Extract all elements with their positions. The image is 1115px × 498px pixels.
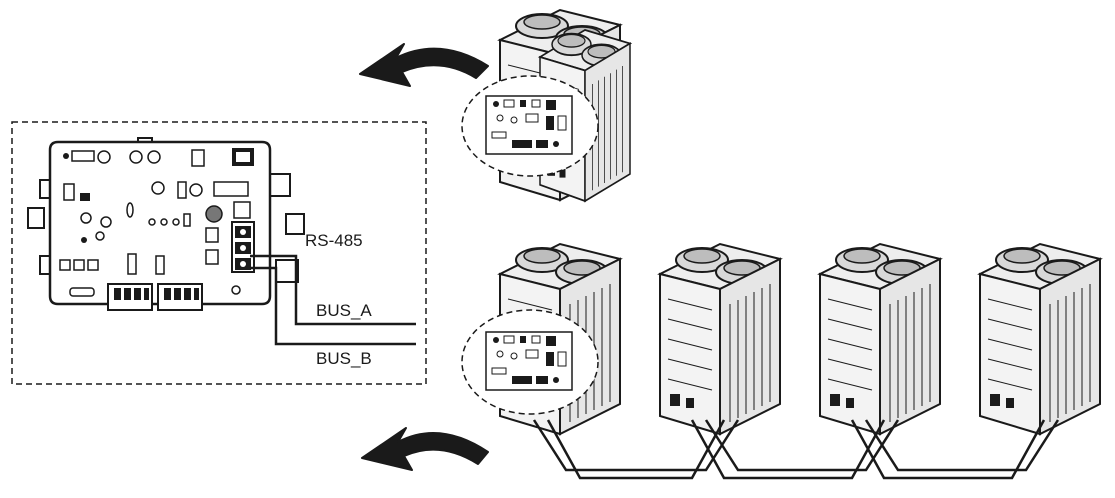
pcb-callout-bottom (461, 309, 599, 415)
pcb-callout-top (461, 75, 599, 177)
outdoor-unit-group-4 (979, 243, 1101, 435)
outdoor-unit-group-2 (659, 243, 781, 435)
bus-b-label: BUS_B (316, 349, 372, 368)
rs485-bus-wires (250, 254, 416, 346)
curved-arrow-top-icon (359, 43, 489, 87)
module-dashed-frame (11, 121, 427, 385)
rs485-label: RS-485 (305, 231, 363, 250)
outdoor-unit-group-3 (819, 243, 941, 435)
curved-arrow-bottom-icon (361, 427, 489, 471)
interface-board (27, 137, 305, 311)
bus-a-label: BUS_A (316, 301, 372, 320)
daisy-chain-wiring (532, 419, 1060, 480)
